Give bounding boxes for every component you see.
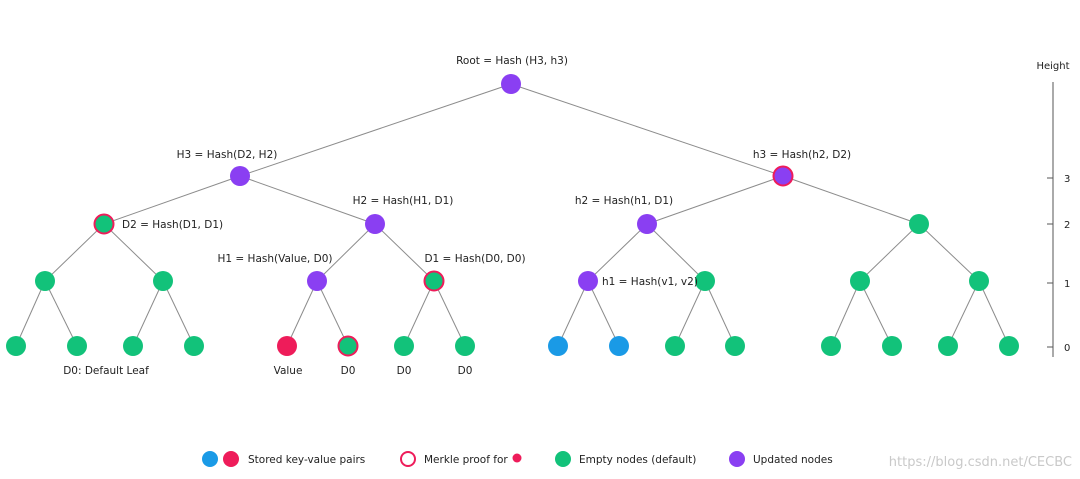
node-H3: [230, 166, 250, 186]
node-H1: [307, 271, 327, 291]
edge: [859, 280, 893, 347]
edge: [103, 223, 164, 282]
legend-updated-label: Updated nodes: [753, 454, 833, 466]
legend-red-swatch: [223, 451, 239, 467]
height-tick-label: 3: [1064, 174, 1070, 185]
label-default-leaf: D0: Default Leaf: [63, 365, 149, 377]
edge: [947, 280, 980, 347]
legend-empty-label: Empty nodes (default): [579, 454, 696, 466]
label-d0: D0: [397, 365, 412, 377]
leaf-empty: [6, 336, 26, 356]
tree-edges: [15, 83, 1010, 347]
legend-empty-swatch: [555, 451, 571, 467]
node-empty: [850, 271, 870, 291]
edge: [646, 223, 706, 282]
label-h1: h1 = Hash(v1, v2): [602, 276, 698, 288]
legend-blue-swatch: [202, 451, 218, 467]
leaf-empty: [394, 336, 414, 356]
legend-stored-label: Stored key-value pairs: [248, 454, 365, 466]
leaf-empty: [882, 336, 902, 356]
edge: [44, 280, 78, 347]
legend-proof-dot: [512, 453, 522, 463]
edge: [557, 280, 589, 347]
label-H2: H2 = Hash(H1, D1): [353, 195, 454, 207]
leaf-value: [277, 336, 297, 356]
node-empty: [153, 271, 173, 291]
leaf-labels: D0: Default Leaf Value D0 D0 D0: [63, 365, 472, 377]
node-empty: [695, 271, 715, 291]
label-value: Value: [274, 365, 303, 377]
edge: [830, 280, 861, 347]
edge: [782, 175, 920, 225]
edge: [132, 280, 164, 347]
label-H3: H3 = Hash(D2, H2): [177, 149, 278, 161]
legend-updated-swatch: [729, 451, 745, 467]
edge: [316, 280, 349, 347]
leaf-empty: [455, 336, 475, 356]
leaf-empty: [123, 336, 143, 356]
edge: [15, 280, 46, 347]
height-tick-label: 2: [1064, 220, 1070, 231]
edge: [162, 280, 195, 347]
edge: [286, 280, 318, 347]
legend-proof-label: Merkle proof for: [424, 454, 508, 466]
leaf-empty: [999, 336, 1019, 356]
node-h2: [637, 214, 657, 234]
leaf-empty: [725, 336, 745, 356]
label-h3: h3 = Hash(h2, D2): [753, 149, 851, 161]
node-empty: [35, 271, 55, 291]
leaf-v1: [548, 336, 568, 356]
height-tick-label: 0: [1064, 343, 1070, 354]
edge: [978, 280, 1010, 347]
node-H2: [365, 214, 385, 234]
label-d0: D0: [458, 365, 473, 377]
edge: [510, 83, 784, 177]
label-d0: D0: [341, 365, 356, 377]
edge: [674, 280, 706, 347]
edge: [433, 280, 466, 347]
node-root: [501, 74, 521, 94]
leaf-D0-proof: [337, 335, 359, 357]
watermark: https://blog.csdn.net/CECBC: [889, 455, 1072, 470]
node-h3-proof: [772, 165, 794, 187]
edge: [646, 175, 784, 225]
leaf-v2: [609, 336, 629, 356]
edge: [103, 175, 241, 225]
edge: [403, 280, 435, 347]
label-H1: H1 = Hash(Value, D0): [218, 253, 333, 265]
legend: Stored key-value pairs Merkle proof for …: [202, 451, 833, 467]
edge: [918, 223, 980, 282]
height-axis: Height 3 2 1 0: [1036, 61, 1070, 357]
leaf-empty: [665, 336, 685, 356]
edge: [859, 223, 920, 282]
node-empty: [969, 271, 989, 291]
node-empty: [909, 214, 929, 234]
leaf-empty: [821, 336, 841, 356]
leaf-empty: [67, 336, 87, 356]
leaf-empty: [938, 336, 958, 356]
label-h2: h2 = Hash(h1, D1): [575, 195, 673, 207]
label-root: Root = Hash (H3, h3): [456, 55, 568, 67]
height-axis-title: Height: [1036, 61, 1069, 72]
label-D1: D1 = Hash(D0, D0): [424, 253, 525, 265]
edge: [587, 223, 648, 282]
tree-nodes: [6, 74, 1019, 357]
node-D1-proof: [423, 270, 445, 292]
label-D2: D2 = Hash(D1, D1): [122, 219, 223, 231]
node-h1: [578, 271, 598, 291]
edge: [239, 175, 376, 225]
leaf-empty: [184, 336, 204, 356]
edge: [239, 83, 512, 177]
edge: [374, 223, 435, 282]
node-labels: Root = Hash (H3, h3) H3 = Hash(D2, H2) h…: [122, 55, 851, 288]
edge: [587, 280, 620, 347]
edge: [44, 223, 105, 282]
edge: [704, 280, 736, 347]
edge: [316, 223, 376, 282]
legend-proof-ring-swatch: [400, 451, 416, 467]
node-D2-proof: [93, 213, 115, 235]
height-tick-label: 1: [1064, 279, 1070, 290]
